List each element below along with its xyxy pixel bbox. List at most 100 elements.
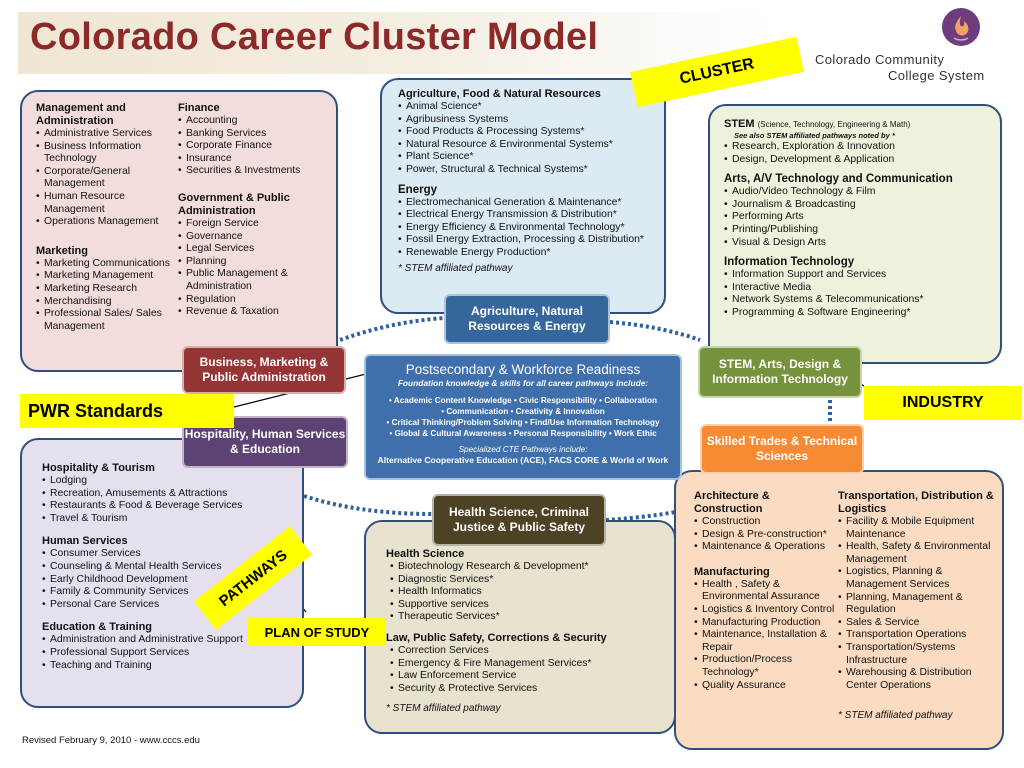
pathway-list: Lodging Recreation, Amusements & Attract…: [42, 475, 300, 525]
list-item: Health Informatics: [390, 586, 672, 599]
list-item: Law Enforcement Service: [390, 670, 672, 683]
list-item: Administration and Administrative Suppor…: [42, 634, 300, 647]
list-item: Planning, Management & Regulation: [838, 592, 998, 617]
list-item: Counseling & Mental Health Services: [42, 561, 300, 574]
list-item: Sales & Service: [838, 617, 998, 630]
list-item: Planning: [178, 256, 328, 269]
skills-line: • Critical Thinking/Problem Solving • Fi…: [386, 418, 660, 427]
label-plan-of-study: PLAN OF STUDY: [248, 618, 386, 646]
list-item: Lodging: [42, 475, 300, 488]
badge-agriculture: Agriculture, Natural Resources & Energy: [444, 294, 610, 344]
section-heading: Government & Public Administration: [178, 191, 290, 217]
list-item: Foreign Service: [178, 218, 328, 231]
list-item: Supportive services: [390, 599, 672, 612]
stem-content: STEM (Science, Technology, Engineering &…: [724, 118, 994, 320]
list-item: Agribusiness Systems: [398, 114, 660, 127]
section-heading: Education & Training: [42, 621, 153, 634]
pathway-list: Information Support and Services Interac…: [724, 269, 994, 319]
pathway-list: Research, Exploration & Innovation Desig…: [724, 141, 994, 166]
pathway-list: Construction Design & Pre-construction* …: [694, 516, 836, 554]
center-foot: Alternative Cooperative Education (ACE),…: [377, 455, 669, 465]
section-heading: Agriculture, Food & Natural Resources: [398, 88, 601, 100]
agri-content: Agriculture, Food & Natural Resources An…: [398, 88, 660, 275]
list-item: Public Management & Administration: [178, 268, 328, 293]
list-item: Quality Assurance: [694, 680, 836, 693]
skills-line: • Communication • Creativity & Innovatio…: [441, 407, 605, 416]
list-item: Information Support and Services: [724, 269, 994, 282]
list-item: Network Systems & Telecommunications*: [724, 294, 994, 307]
pathway-list: Administration and Administrative Suppor…: [42, 634, 300, 672]
list-item: Emergency & Fire Management Services*: [390, 658, 672, 671]
list-item: Travel & Tourism: [42, 513, 300, 526]
list-item: Merchandising: [36, 296, 178, 309]
list-item: Interactive Media: [724, 282, 994, 295]
list-item: Research, Exploration & Innovation: [724, 141, 994, 154]
pathway-list: Animal Science* Agribusiness Systems Foo…: [398, 101, 660, 177]
list-item: Health, Safety & Environmental Managemen…: [838, 541, 998, 566]
section-heading: Finance: [178, 102, 220, 114]
center-subtitle: Foundation knowledge & skills for all ca…: [397, 378, 649, 388]
stem-note: * STEM affiliated pathway: [398, 262, 513, 274]
list-item: Professional Support Services: [42, 647, 300, 660]
list-item: Visual & Design Arts: [724, 237, 994, 250]
dotted-ring: [303, 316, 832, 522]
section-heading: Hospitality & Tourism: [42, 462, 155, 474]
list-item: Insurance: [178, 153, 328, 166]
stem-heading: STEM: [724, 118, 755, 130]
list-item: Legal Services: [178, 243, 328, 256]
list-item: Consumer Services: [42, 548, 300, 561]
center-title: Postsecondary & Workforce Readiness: [405, 362, 641, 377]
list-item: Security & Protective Services: [390, 683, 672, 696]
list-item: Therapeutic Services*: [390, 611, 672, 624]
list-item: Corporate Finance: [178, 140, 328, 153]
section-heading: Arts, A/V Technology and Communication: [724, 173, 953, 186]
flame-icon: [953, 16, 969, 41]
list-item: Transportation Operations: [838, 629, 998, 642]
section-heading: Manufacturing: [694, 565, 770, 578]
list-item: Production/Process Technology*: [694, 654, 836, 679]
list-item: Warehousing & Distribution Center Operat…: [838, 667, 998, 692]
list-item: Construction: [694, 516, 836, 529]
section-heading: STEM (Science, Technology, Engineering &…: [724, 118, 994, 131]
stem-heading-sub: (Science, Technology, Engineering & Math…: [757, 120, 911, 129]
hosp-content: Hospitality & Tourism Lodging Recreation…: [42, 462, 300, 672]
list-item: Corporate/General Management: [36, 166, 178, 191]
list-item: Professional Sales/ Sales Management: [36, 308, 178, 333]
list-item: Diagnostic Services*: [390, 574, 672, 587]
list-item: Facility & Mobile Equipment Maintenance: [838, 516, 998, 541]
list-item: Family & Community Services: [42, 586, 300, 599]
list-item: Electromechanical Generation & Maintenan…: [398, 197, 660, 210]
section-heading: Architecture & Construction: [694, 490, 770, 515]
list-item: Marketing Communications: [36, 258, 178, 271]
list-item: Manufacturing Production: [694, 617, 836, 630]
business-cluster-panel: Management and Administration Administra…: [20, 90, 338, 372]
list-item: Fossil Energy Extraction, Processing & D…: [398, 234, 660, 247]
skills-line: • Academic Content Knowledge • Civic Res…: [388, 396, 658, 405]
section-heading: Information Technology: [724, 256, 855, 269]
list-item: Printing/Publishing: [724, 224, 994, 237]
page-title: Colorado Career Cluster Model: [30, 16, 599, 58]
pathway-list: Biotechnology Research & Development* Di…: [386, 561, 672, 624]
section-heading: Energy: [398, 183, 437, 196]
pathway-list: Marketing Communications Marketing Manag…: [36, 258, 178, 334]
list-item: Early Childhood Development: [42, 574, 300, 587]
label-pwr-standards: PWR Standards: [20, 394, 234, 428]
badge-trades: Skilled Trades & Technical Sciences: [700, 424, 864, 474]
list-item: Electrical Energy Transmission & Distrib…: [398, 209, 660, 222]
list-item: Programming & Software Engineering*: [724, 307, 994, 320]
business-col1: Management and Administration Administra…: [36, 102, 178, 333]
list-item: Audio/Video Technology & Film: [724, 186, 994, 199]
section-heading: Transportation, Distribution & Logistics: [838, 490, 994, 515]
list-item: Revenue & Taxation: [178, 306, 328, 319]
badge-business: Business, Marketing & Public Administrat…: [182, 346, 346, 394]
list-item: Transportation/Systems Infrastructure: [838, 642, 998, 667]
list-item: Food Products & Processing Systems*: [398, 126, 660, 139]
pathway-list: Foreign Service Governance Legal Service…: [178, 218, 328, 319]
logo-text-line1: Colorado Community: [815, 52, 945, 67]
stem-note: * STEM affiliated pathway: [386, 703, 501, 715]
list-item: Marketing Management: [36, 270, 178, 283]
badge-stem: STEM, Arts, Design & Information Technol…: [698, 346, 862, 398]
footer-revised: Revised February 9, 2010 - www.cccs.edu: [22, 735, 200, 746]
list-item: Business Information Technology: [36, 141, 178, 166]
section-heading: Management and Administration: [36, 102, 126, 127]
